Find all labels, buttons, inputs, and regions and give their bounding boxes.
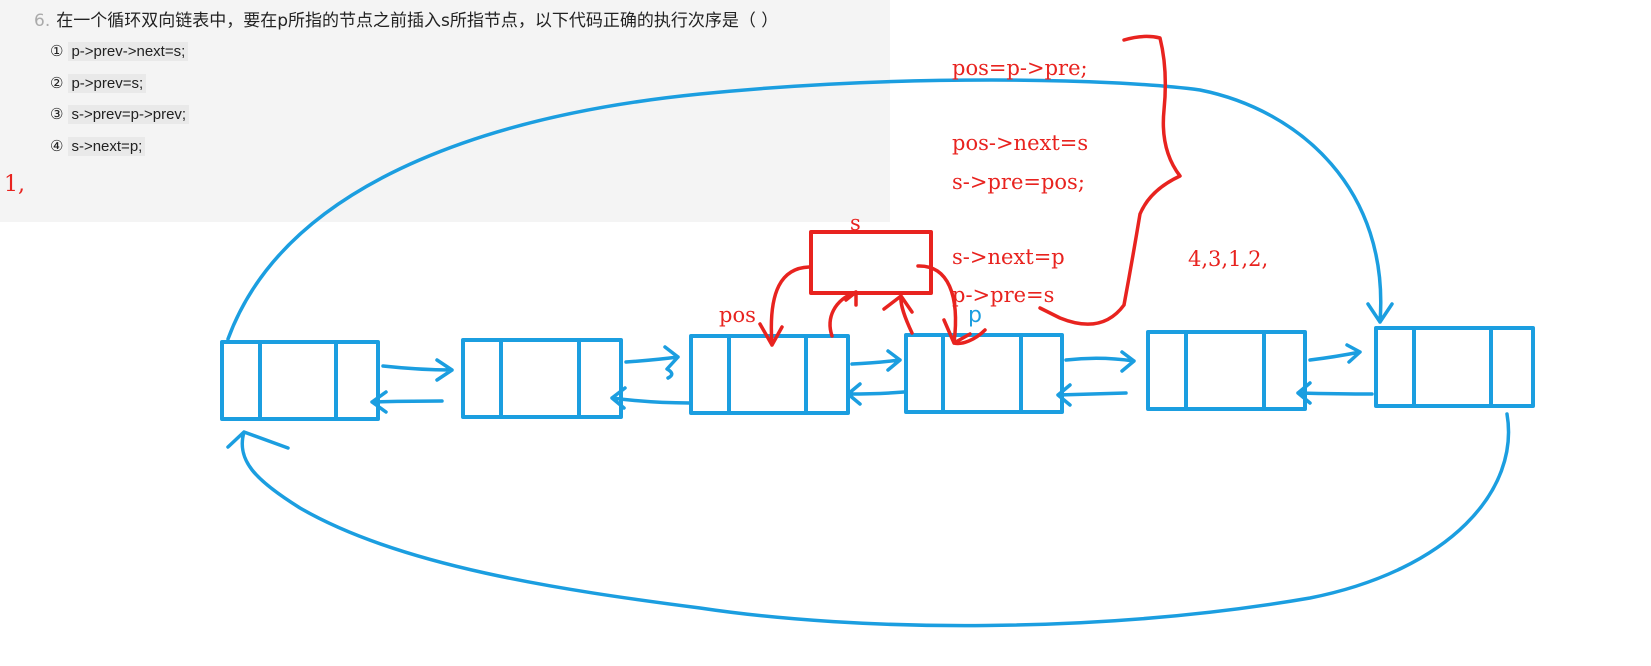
option-code: s->next=p; bbox=[68, 137, 146, 156]
list-node-6 bbox=[1374, 326, 1535, 408]
question-text: 在一个循环双向链表中，要在p所指的节点之前插入s所指节点，以下代码正确的执行次序… bbox=[56, 11, 779, 31]
wrap-next-arrow bbox=[226, 78, 1394, 341]
option-mark: ④ bbox=[50, 138, 64, 155]
p-prev-arrow bbox=[882, 294, 914, 335]
question-number: 6. bbox=[34, 11, 51, 31]
list-node-5 bbox=[1146, 330, 1307, 411]
option-code: p->prev->next=s; bbox=[68, 42, 189, 61]
prev-arrow bbox=[1056, 383, 1128, 407]
pos-next-arrow bbox=[828, 290, 858, 338]
list-node-2 bbox=[461, 338, 623, 419]
next-arrow bbox=[624, 345, 680, 380]
link-arrows bbox=[226, 78, 1511, 628]
next-arrow bbox=[1064, 350, 1136, 373]
code-line-2: pos->next=s bbox=[952, 131, 1088, 155]
option-mark: ① bbox=[50, 43, 64, 60]
option-mark: ③ bbox=[50, 106, 64, 123]
prev-arrow bbox=[1296, 381, 1374, 405]
next-arrow bbox=[1308, 343, 1362, 364]
code-line-1: pos=p->pre; bbox=[952, 56, 1088, 80]
code-line-3: s->pre=pos; bbox=[952, 170, 1085, 194]
prev-arrow bbox=[370, 390, 444, 414]
next-arrow bbox=[850, 349, 902, 372]
code-line-5: p->pre=s bbox=[952, 283, 1054, 307]
s-node-label: s bbox=[850, 211, 861, 235]
list-nodes bbox=[220, 326, 1535, 421]
s-prev-arrow bbox=[758, 265, 811, 347]
new-node-s bbox=[809, 230, 933, 295]
insertion-arrows bbox=[758, 34, 1182, 347]
curly-bracket bbox=[1038, 34, 1182, 326]
pos-label: pos bbox=[719, 303, 756, 327]
question-title: 6.在一个循环双向链表中，要在p所指的节点之前插入s所指节点，以下代码正确的执行… bbox=[34, 6, 778, 31]
answer-order: 4,3,1,2, bbox=[1188, 247, 1268, 271]
list-node-1 bbox=[220, 340, 380, 421]
list-node-p bbox=[904, 333, 1064, 414]
p-label: p bbox=[968, 303, 982, 328]
prev-arrow bbox=[610, 386, 692, 410]
option-code: s->prev=p->prev; bbox=[68, 105, 190, 124]
option-mark: ② bbox=[50, 75, 64, 92]
option-code: p->prev=s; bbox=[68, 74, 147, 93]
next-arrow bbox=[381, 358, 454, 382]
handwritten-answer-mark: 1, bbox=[4, 172, 25, 197]
code-line-4: s->next=p bbox=[952, 245, 1065, 269]
prev-arrow bbox=[846, 382, 906, 406]
s-next-arrow bbox=[916, 264, 987, 346]
wrap-prev-arrow bbox=[226, 412, 1511, 628]
list-node-pos bbox=[689, 334, 850, 415]
question-panel: 6.在一个循环双向链表中，要在p所指的节点之前插入s所指节点，以下代码正确的执行… bbox=[0, 0, 890, 222]
